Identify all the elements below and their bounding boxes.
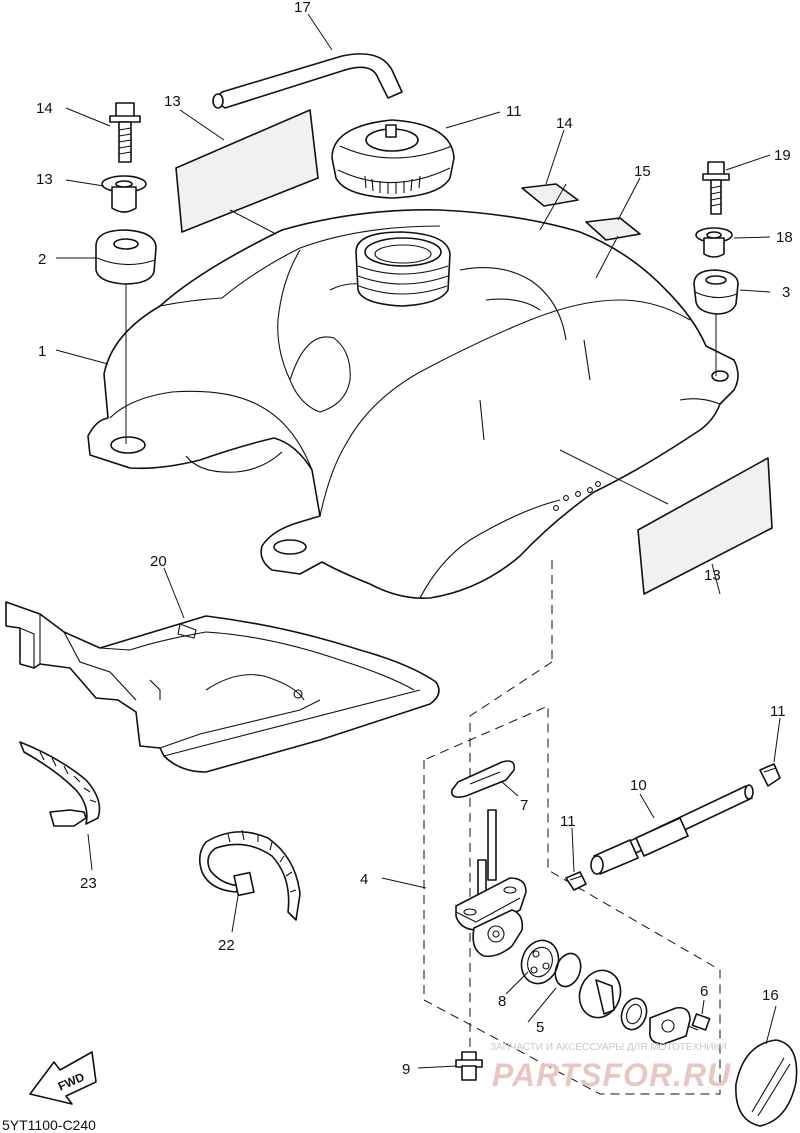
callout-10: 10: [630, 777, 647, 794]
fuel-petcock: [455, 809, 527, 958]
watermark-logo: PARTSFOR.RU: [492, 1057, 731, 1093]
callout-20: 17: [294, 0, 311, 16]
callout-13-upper: 13: [164, 93, 181, 110]
callout-17: 18: [776, 229, 793, 246]
callout-13-b: 13: [704, 567, 721, 584]
strap-large: [198, 829, 301, 921]
collar-left: [101, 175, 147, 213]
lever-seal: [620, 997, 648, 1031]
callout-6: 6: [700, 983, 708, 1000]
callout-15: 13: [36, 171, 53, 188]
bolt-left: [109, 102, 141, 163]
watermark-small-text: ЗАПЧАСТИ И АКСЕССУАРЫ ДЛЯ МОТОТЕХНИКИ: [490, 1042, 727, 1053]
screw-9: [455, 1051, 483, 1081]
callout-3: 3: [782, 284, 790, 301]
callout-5: 5: [536, 1019, 544, 1036]
hose-clip-upper: [759, 763, 781, 787]
collar-right: [695, 227, 733, 258]
tank-label-upper: [175, 109, 319, 233]
callout-19: 16: [762, 987, 779, 1004]
callout-numbers: 17 14 13 11 14 15 19 13 18 2 3 1 13 20 2…: [36, 0, 793, 1078]
vent-hose: [212, 53, 403, 109]
callout-7: 7: [520, 797, 528, 814]
tank-label-lower: [637, 457, 773, 595]
fuel-cap: [331, 119, 455, 199]
strap-small: [19, 741, 101, 827]
callout-22: 22: [218, 937, 235, 954]
callout-14-b: 15: [634, 163, 651, 180]
bolt-right: [702, 161, 730, 215]
petcock-lever: [578, 969, 622, 1019]
grommet-right: [693, 269, 739, 315]
hose-clip-lower: [565, 871, 587, 891]
petcock-assembly-outline: [423, 560, 721, 1095]
callout-14-a: 14: [556, 115, 573, 132]
callout-12: 11: [506, 103, 522, 120]
callout-4: 4: [360, 871, 368, 888]
callout-11-b: 11: [560, 813, 576, 830]
petcock-gasket: [450, 760, 516, 798]
callout-1: 1: [38, 343, 46, 360]
forward-arrow: FWD: [29, 1051, 97, 1105]
leader-lines: [55, 13, 781, 1069]
o-ring: [554, 952, 582, 988]
petcock-plate: [520, 939, 560, 985]
callout-9: 9: [402, 1061, 410, 1078]
grommet-left: [95, 229, 157, 285]
callout-21: 20: [150, 553, 167, 570]
diagram-code: 5YT1100-C240: [2, 1117, 96, 1133]
petcock-knob: [735, 1039, 798, 1127]
tank-cover: [5, 601, 440, 773]
callout-2: 2: [38, 251, 46, 268]
callout-16: 14: [36, 100, 53, 117]
callout-18: 19: [774, 147, 791, 164]
tank-pads: [521, 183, 641, 241]
callout-8: 8: [498, 993, 506, 1010]
fuel-tank: [87, 209, 739, 600]
lever-cover-plate: [648, 1006, 691, 1045]
callout-11-upper: 11: [770, 703, 786, 720]
fuel-hose: [590, 784, 754, 875]
screw-6: [687, 1013, 711, 1031]
callout-23: 23: [80, 875, 97, 892]
watermark: ЗАПЧАСТИ И АКСЕССУАРЫ ДЛЯ МОТОТЕХНИКИ PA…: [490, 1042, 731, 1093]
